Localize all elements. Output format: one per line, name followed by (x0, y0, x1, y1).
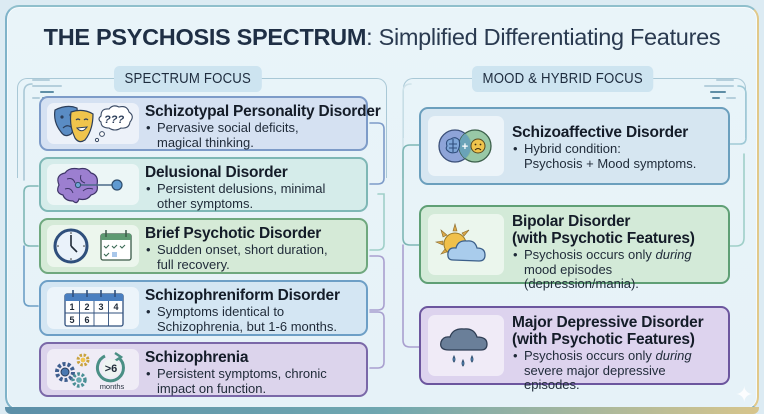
icon-box: 1 2 3 4 5 6 (47, 287, 139, 329)
connector-mid-3 (369, 255, 385, 311)
bullet-emphasis: during (655, 247, 692, 262)
icon-box: ??? (47, 103, 139, 144)
cycle-arrow-icon: >6 months (95, 351, 125, 391)
card-schizotypal[interactable]: ??? Schizotypal Personality Disorder Per… (39, 96, 381, 151)
card-text: Schizophreniform Disorder Symptoms ident… (145, 282, 366, 334)
calendar-cell: 3 (98, 302, 103, 312)
frame-bottom-bar (5, 407, 759, 414)
page-title: THE PSYCHOSIS SPECTRUM: Simplified Diffe… (0, 24, 764, 51)
icon-box (47, 164, 139, 205)
connector-edge-2 (727, 153, 745, 247)
connector-right-2 (402, 244, 421, 348)
connector-mid-4 (369, 311, 385, 369)
calendar-cell: 6 (84, 315, 89, 325)
card-brief-psychotic[interactable]: Brief Psychotic Disorder Sudden onset, s… (39, 218, 368, 274)
venn-plus: + (462, 141, 468, 153)
connector-mid-1 (369, 122, 385, 185)
bullet-post: mood episodes (depression/mania). (524, 261, 639, 291)
card-text: Schizoaffective Disorder Hybrid conditio… (512, 109, 728, 183)
connector-right-1 (402, 144, 421, 246)
checklist-calendar-icon (100, 230, 132, 261)
icon-box (428, 315, 504, 376)
mood-hybrid-focus-label: MOOD & HYBRID FOCUS (472, 66, 654, 92)
card-text: Delusional Disorder Persistent delusions… (145, 159, 366, 210)
rain-cloud-icon (440, 327, 488, 367)
card-bullet: Persistent symptoms, chronic impact on f… (145, 366, 345, 396)
theater-masks-icon: ??? (54, 104, 133, 142)
icon-box (428, 214, 504, 275)
venn-sad-face (470, 138, 486, 154)
card-schizophreniform[interactable]: 1 2 3 4 5 6 Schizophreniform Disorder Sy… (39, 280, 368, 336)
card-bipolar[interactable]: Bipolar Disorder (with Psychotic Feature… (419, 205, 730, 291)
calendar-cell: 1 (69, 302, 74, 312)
card-title-line-2: (with Psychotic Features) (512, 331, 695, 348)
card-title: Schizotypal Personality Disorder (145, 103, 381, 120)
clock-icon (53, 228, 89, 264)
sun-cloud-icon (434, 222, 486, 262)
connector-left-outer (23, 83, 33, 181)
cycle-label: >6 (105, 363, 118, 375)
venn-brain (445, 137, 461, 154)
connector-left-2 (23, 245, 39, 307)
card-title: Schizophreniform Disorder (145, 287, 340, 304)
gears-icon (55, 353, 90, 388)
bullet-post: severe major depressive episodes. (524, 362, 666, 392)
card-title: Schizophrenia (145, 349, 249, 366)
cycle-caption: months (100, 382, 125, 391)
card-bullet: Psychosis occurs only during severe majo… (512, 348, 717, 393)
sparkle-icon: ✦ (735, 382, 754, 407)
card-title-line-1: Major Depressive Disorder (512, 314, 704, 331)
spectrum-focus-label: SPECTRUM FOCUS (114, 66, 262, 92)
bullet-emphasis: during (655, 348, 692, 363)
card-text: Major Depressive Disorder (with Psychoti… (512, 308, 728, 392)
clock-checklist-icons (53, 228, 132, 264)
card-text: Schizotypal Personality Disorder Pervasi… (145, 98, 381, 149)
card-delusional[interactable]: Delusional Disorder Persistent delusions… (39, 157, 368, 212)
icon-box (47, 225, 139, 267)
calendar-cell: 5 (69, 315, 74, 325)
card-title: Brief Psychotic Disorder (145, 225, 322, 242)
card-bullet: Persistent delusions, minimal other symp… (145, 181, 345, 211)
bullet-line-2: Psychosis + Mood symptoms. (524, 155, 697, 171)
card-bullet: Psychosis occurs only during mood episod… (512, 247, 717, 292)
card-schizoaffective[interactable]: + Schizoaffective Disorder Hybrid condit… (419, 107, 730, 185)
bullet-pre: Psychosis occurs only (524, 348, 656, 363)
connector-mid-2 (369, 193, 385, 251)
card-bullet: Symptoms identical to Schizophrenia, but… (145, 304, 345, 334)
title-bold: THE PSYCHOSIS SPECTRUM (43, 24, 367, 50)
card-bullet: Sudden onset, short duration, full recov… (145, 242, 345, 272)
card-text: Brief Psychotic Disorder Sudden onset, s… (145, 220, 366, 272)
calendar-cell: 2 (84, 302, 89, 312)
brain-mood-venn-icon: + (438, 129, 492, 163)
card-bullet: Hybrid condition: Psychosis + Mood sympt… (512, 141, 728, 171)
card-title-line-1: Bipolar Disorder (512, 213, 631, 230)
thought-bubble-text: ??? (104, 114, 124, 126)
card-title: Delusional Disorder (145, 164, 288, 181)
connector-right-outer (402, 83, 412, 179)
card-title: Schizoaffective Disorder (512, 124, 689, 141)
card-title-line-2: (with Psychotic Features) (512, 230, 695, 247)
card-bullet: Pervasive social deficits, magical think… (145, 120, 335, 150)
card-text: Schizophrenia Persistent symptoms, chron… (145, 344, 366, 395)
bullet-pre: Psychosis occurs only (524, 247, 656, 262)
brain-node-icon (57, 167, 123, 203)
card-schizophrenia[interactable]: >6 months Schizophrenia Persistent sympt… (39, 342, 368, 397)
title-rest: : Simplified Differentiating Features (366, 24, 721, 50)
gears-cycle-icons: >6 months (55, 351, 125, 391)
icon-box: >6 months (47, 349, 139, 391)
calendar-cell: 4 (113, 302, 118, 312)
calendar-months-icon: 1 2 3 4 5 6 (64, 290, 124, 327)
icon-box: + (428, 116, 504, 176)
card-text: Bipolar Disorder (with Psychotic Feature… (512, 207, 728, 291)
connector-edge-1 (727, 85, 747, 145)
bullet-line-1: Hybrid condition: (524, 141, 621, 156)
connector-left-1 (23, 185, 39, 247)
card-major-depressive[interactable]: Major Depressive Disorder (with Psychoti… (419, 306, 730, 392)
